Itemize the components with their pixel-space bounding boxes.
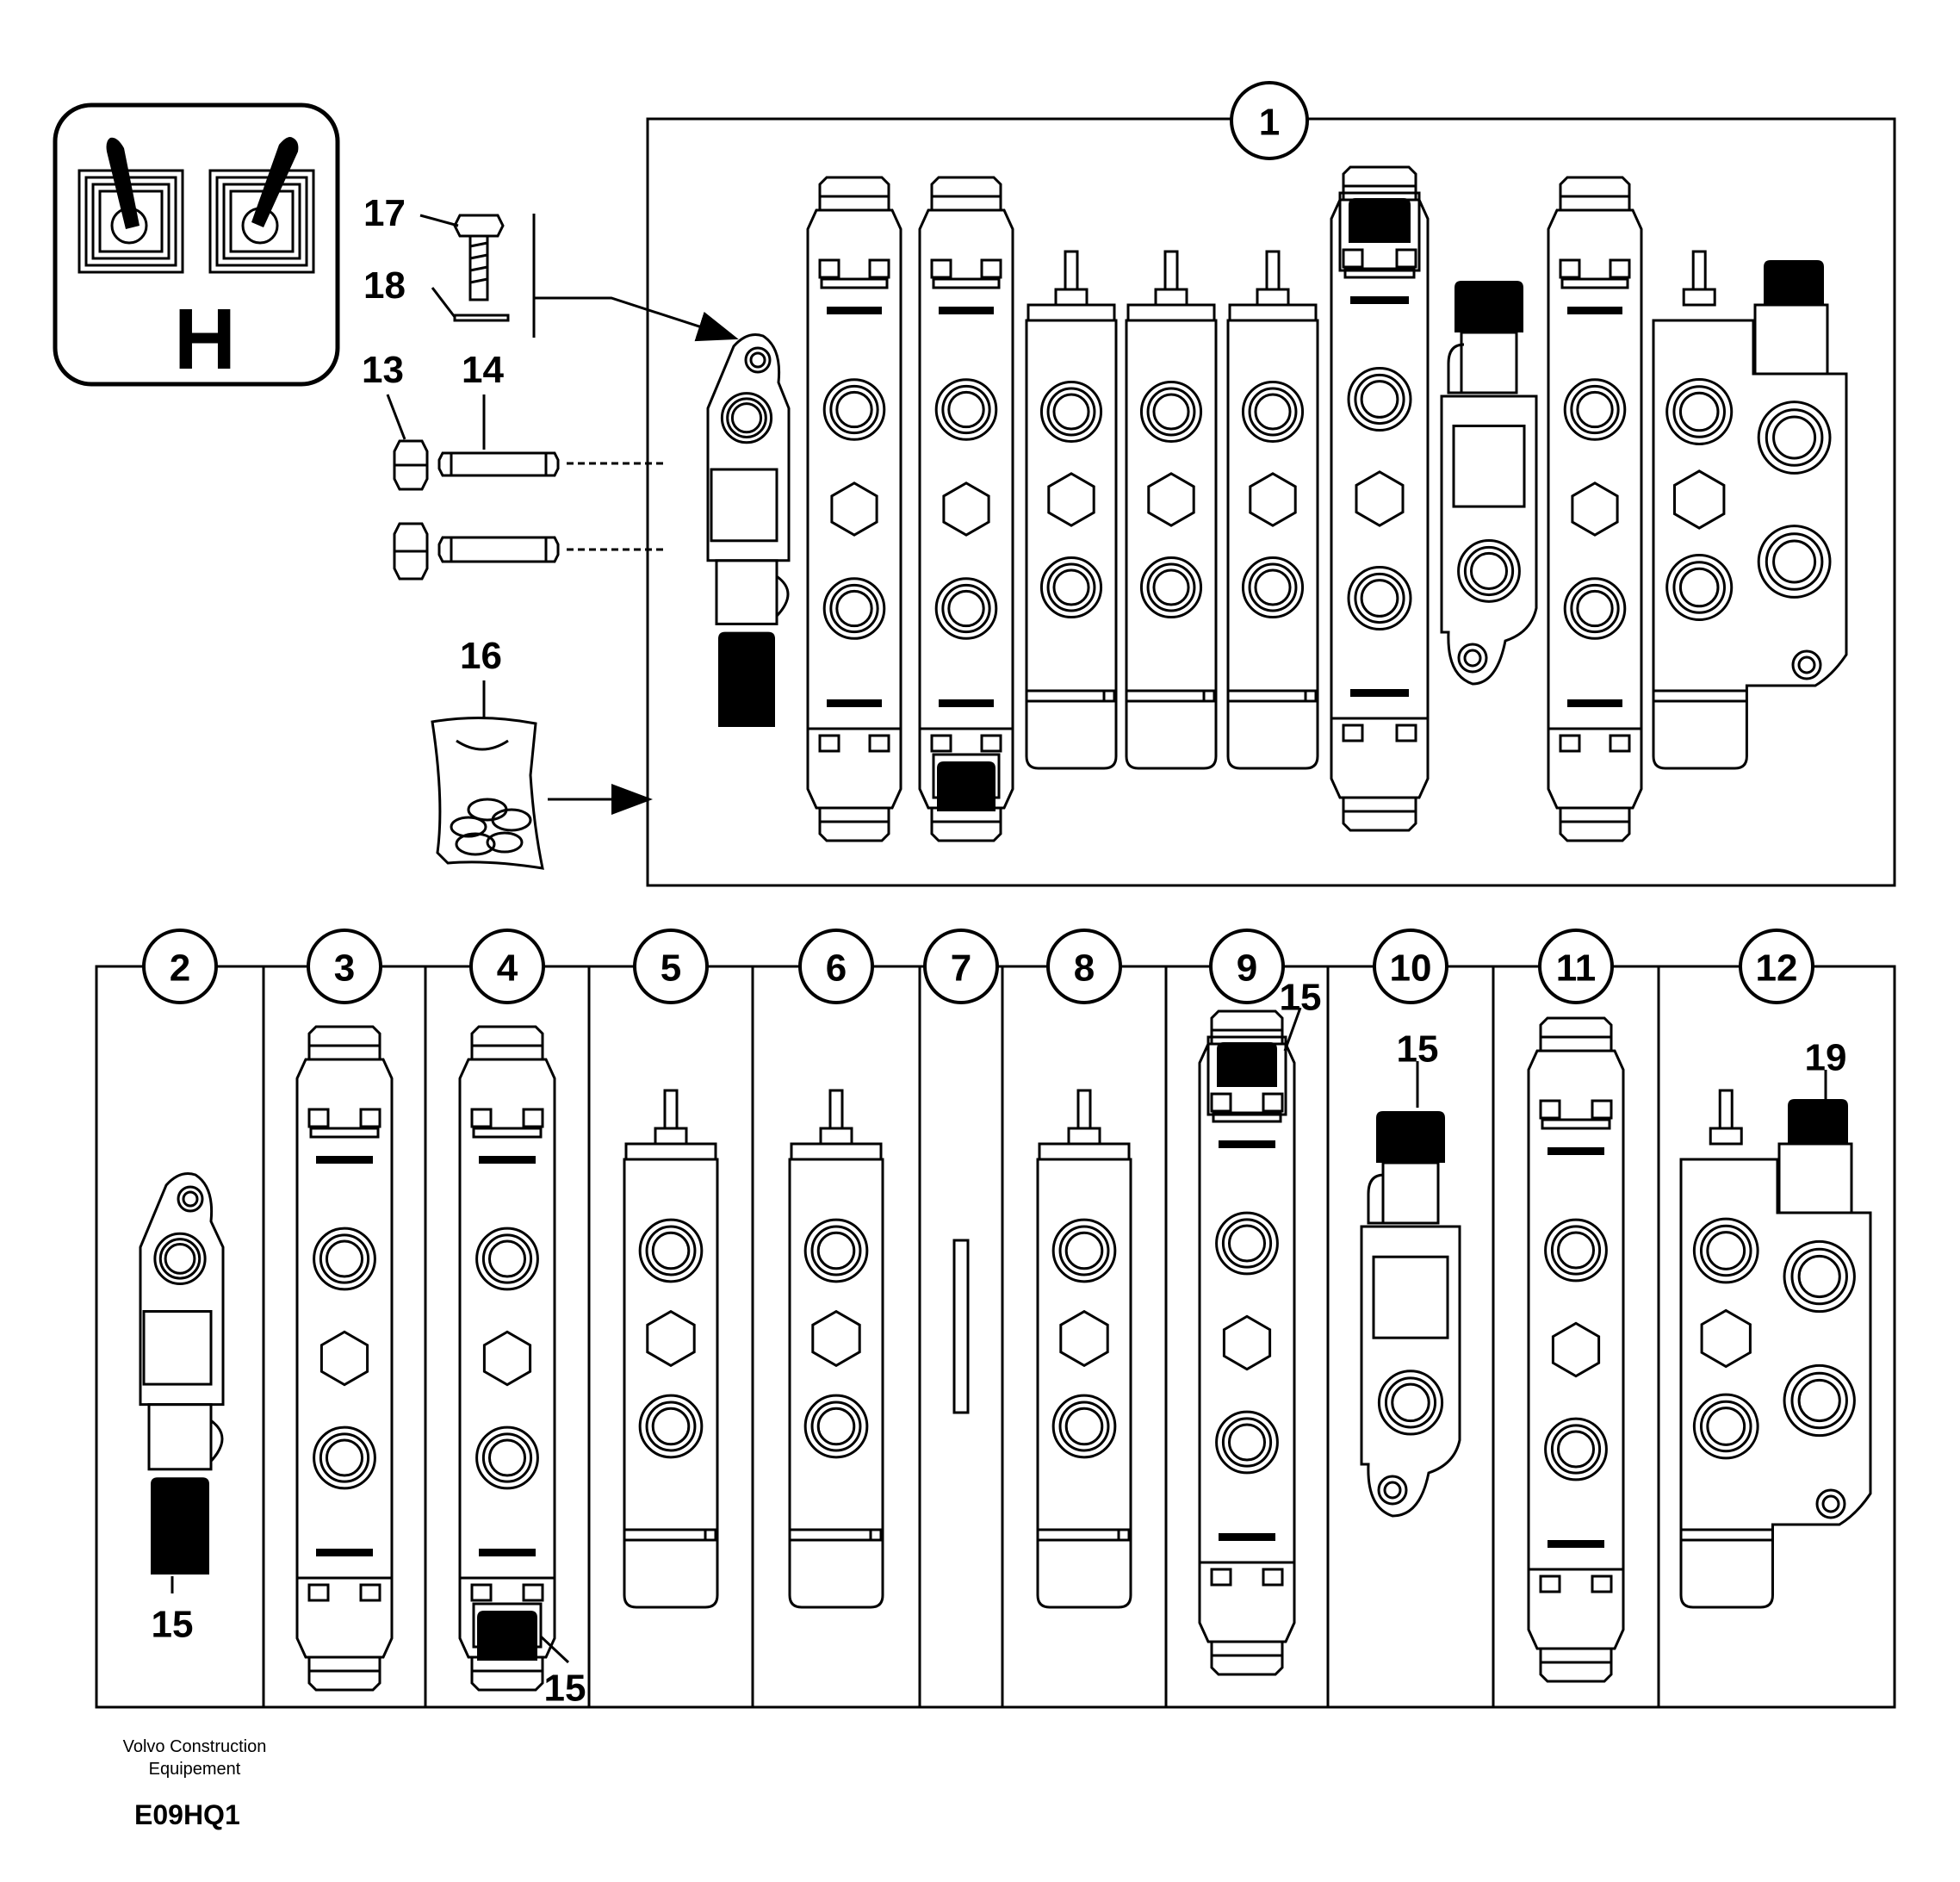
section-callout-circle (307, 929, 382, 1004)
section-cell-5: 5 (587, 929, 719, 1707)
nut-lower (393, 522, 429, 581)
part-label: 15 (152, 1604, 194, 1646)
section-callout-circle (142, 929, 218, 1004)
assembly-slice-3 (918, 176, 1014, 842)
bolt-part (419, 214, 505, 301)
section-cell-7: 7 (918, 929, 999, 1707)
section-part-4 (458, 1025, 556, 1692)
loose-parts: 17 18 13 14 16 (362, 192, 739, 870)
label-washer: 18 (363, 264, 406, 307)
drawing-code: E09HQ1 (134, 1799, 240, 1830)
section-callout-circle (1046, 929, 1122, 1004)
section-callout: 6 (826, 947, 847, 990)
section-part-7 (952, 1239, 970, 1414)
assembly-frame (646, 117, 1896, 887)
section-callout-circle (1373, 929, 1448, 1004)
badge-frame (53, 102, 340, 387)
section-part-9 (1198, 1009, 1296, 1676)
assembly-slices (706, 165, 1848, 842)
section-cell-2: 2 15 (139, 929, 225, 1646)
section-callout: 2 (170, 947, 190, 990)
valve-assembly: 1 (646, 81, 1896, 887)
section-cell-8: 8 (1001, 929, 1132, 1707)
section-part-2 (139, 1172, 225, 1575)
assembly-slice-10 (1652, 250, 1848, 770)
joystick-left-icon (78, 137, 184, 274)
section-callout: 12 (1756, 947, 1798, 990)
arrow-to-assembly (534, 296, 739, 342)
section-part-8 (1036, 1089, 1132, 1609)
section-callout: 8 (1074, 947, 1095, 990)
stud-lower (437, 536, 663, 563)
h-badge: H (53, 102, 340, 388)
section-part-3 (295, 1025, 394, 1692)
section-callout: 5 (661, 947, 681, 990)
section-callout-circle (1538, 929, 1614, 1004)
section-callout-circle (633, 929, 709, 1004)
company-line1: Volvo Construction (123, 1737, 267, 1756)
washer-part (431, 287, 510, 322)
badge-letter: H (174, 291, 236, 388)
assembly-slice-6 (1226, 250, 1319, 770)
section-callout: 7 (951, 947, 971, 990)
label-bolt: 17 (363, 192, 406, 234)
section-cell-11: 11 (1492, 929, 1625, 1707)
nut-upper (386, 394, 429, 491)
section-part-5 (623, 1089, 719, 1609)
assembly-slice-9 (1547, 176, 1643, 842)
section-callout: 11 (1556, 947, 1597, 990)
assembly-slice-4 (1025, 250, 1118, 770)
joystick-right-icon (208, 137, 315, 274)
label-stud: 14 (462, 349, 504, 391)
sections-frame (95, 965, 1896, 1709)
assembly-slice-8 (1440, 281, 1538, 686)
assembly-callout: 1 (1259, 102, 1280, 144)
section-part-10 (1360, 1111, 1461, 1518)
section-cell-4: 4 15 (424, 929, 586, 1710)
assembly-slice-5 (1125, 250, 1218, 770)
seal-kit-bag (431, 680, 653, 870)
section-cell-9: 9 15 (1164, 929, 1322, 1707)
section-part-11 (1527, 1016, 1625, 1683)
section-callout: 3 (334, 947, 355, 990)
section-part-12 (1679, 1089, 1872, 1609)
footer: Volvo Construction Equipement E09HQ1 (123, 1737, 267, 1830)
part-label: 15 (1280, 977, 1322, 1019)
section-callout-circle (798, 929, 874, 1004)
part-label: 15 (544, 1668, 586, 1710)
assembly-slice-7 (1330, 165, 1430, 832)
label-nut: 13 (362, 349, 404, 391)
company-line2: Equipement (149, 1760, 241, 1779)
section-callout-circle (469, 929, 545, 1004)
section-callout-circle (1209, 929, 1285, 1004)
section-callout: 9 (1237, 947, 1257, 990)
assembly-callout-circle (1230, 81, 1309, 160)
section-callout: 4 (497, 947, 518, 990)
stud-upper (437, 394, 663, 477)
section-callout-circle (923, 929, 999, 1004)
section-cell-3: 3 (262, 929, 394, 1707)
label-seal-kit: 16 (460, 635, 502, 677)
assembly-slice-1 (706, 333, 791, 727)
section-callout: 10 (1390, 947, 1432, 990)
section-part-6 (788, 1089, 884, 1609)
section-callout-circle (1739, 929, 1814, 1004)
section-cell-6: 6 (751, 929, 884, 1707)
assembly-slice-2 (806, 176, 902, 842)
